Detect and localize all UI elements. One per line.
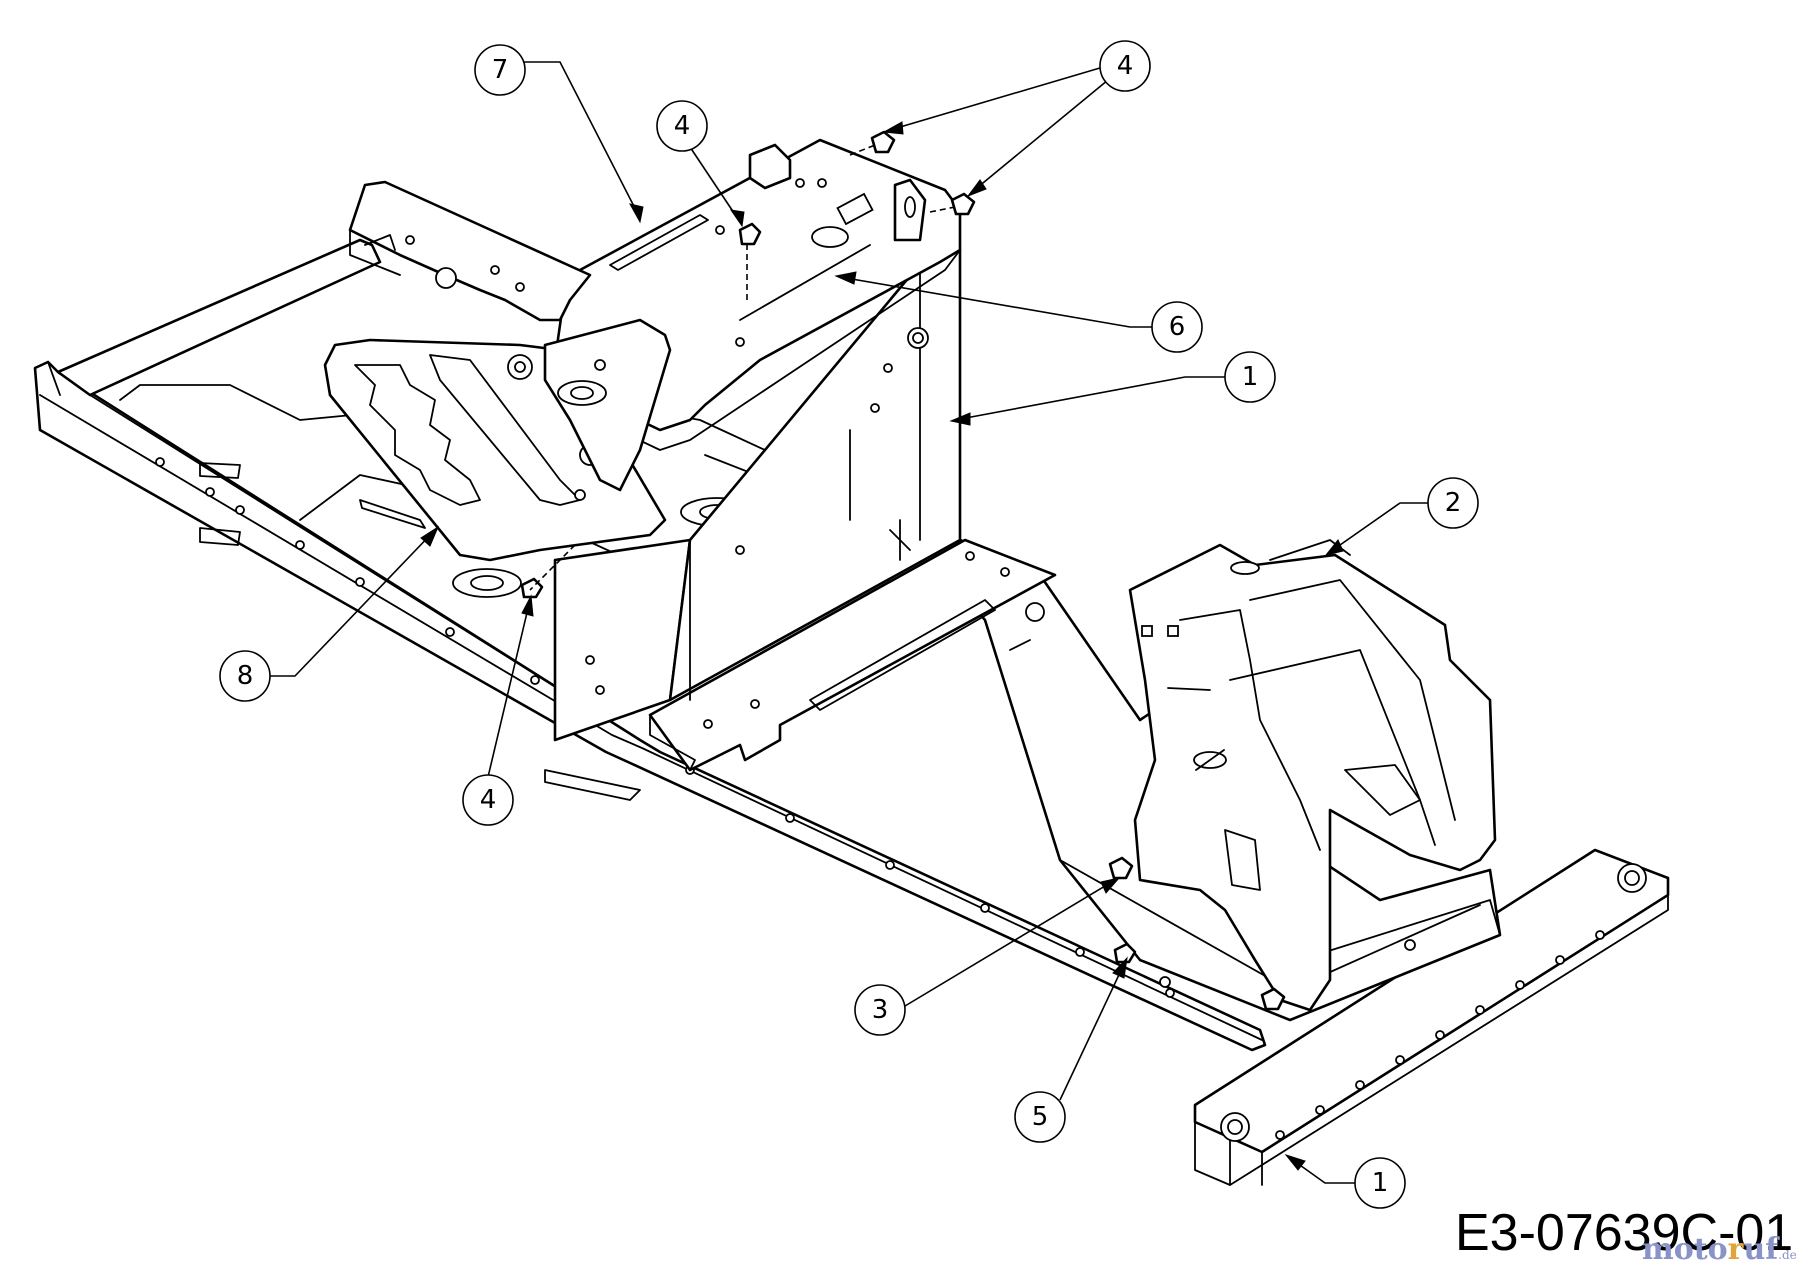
callout-2-label: 2 [1445,488,1462,518]
watermark-main: moto [1642,1232,1728,1267]
site-watermark: motoruf.de [1642,1232,1797,1267]
callout-1-lower-label: 1 [1372,1168,1389,1198]
callout-8-label: 8 [237,661,254,691]
callout-6: 6 [1151,301,1203,353]
callout-4-top-left-label: 4 [674,111,691,141]
callout-7: 7 [474,44,526,96]
callout-4-top-left: 4 [656,100,708,152]
watermark-tld: .de [1778,1248,1797,1262]
callout-8: 8 [219,650,271,702]
callout-1-lower: 1 [1354,1157,1406,1209]
callout-2: 2 [1427,477,1479,529]
callout-4-top-right: 4 [1099,40,1151,92]
callout-7-label: 7 [492,55,509,85]
front-cross-member [1193,848,1670,1186]
leader-lines [268,61,1430,1184]
steering-tower [553,238,962,742]
seat-plate [348,180,592,322]
callout-5-label: 5 [1032,1102,1049,1132]
callout-3-label: 3 [872,995,889,1025]
callout-4-bottom: 4 [462,774,514,826]
fasteners [520,130,1286,1011]
callout-6-label: 6 [1169,312,1186,342]
watermark-accent: r [1727,1232,1744,1267]
rear-support-bracket [1128,539,1497,1012]
callout-3: 3 [854,984,906,1036]
watermark-rest: uf [1743,1232,1779,1267]
callout-1-upper: 1 [1224,351,1276,403]
center-cross-plate [648,538,1057,772]
pivot-bracket [543,318,672,492]
callout-4-top-right-label: 4 [1117,51,1134,81]
callout-1-upper-label: 1 [1242,362,1259,392]
drawing-number: E3-07639C-01 [1455,1204,1794,1262]
callout-4-bottom-label: 4 [480,785,497,815]
callout-5: 5 [1014,1091,1066,1143]
left-side-rail [33,238,1267,1052]
